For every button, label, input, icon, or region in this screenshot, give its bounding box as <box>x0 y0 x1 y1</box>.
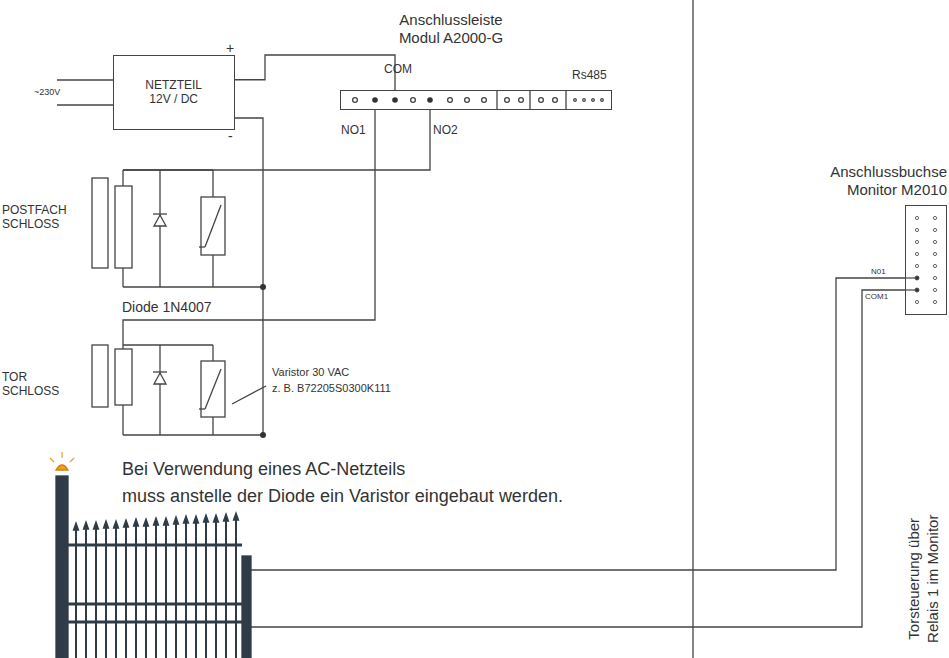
side-note: Relais 1 im Monitor <box>924 515 943 643</box>
diode-symbol <box>153 213 167 214</box>
monitor-connector: Anschlussbuchse Monitor M2010 <box>905 205 947 315</box>
part-name: Diode 1N4007 <box>122 299 212 316</box>
mains-wire <box>57 79 113 80</box>
note-text: muss anstelle der Diode ein Varistor ein… <box>122 486 563 508</box>
pin-name: COM1 <box>865 292 888 302</box>
power-supply-box: NETZTEIL 12V / DC <box>113 55 235 130</box>
tor-lock-circuit <box>92 345 263 435</box>
side-note: Torsteuerung über <box>905 515 924 643</box>
minus-wire <box>235 118 263 435</box>
gate-wire <box>248 278 905 570</box>
terminal-strip-pins <box>353 90 604 110</box>
leader-line <box>232 386 266 404</box>
supply-wire <box>235 55 395 90</box>
terminal-pin <box>372 97 378 103</box>
postfach-lock-circuit <box>92 170 263 287</box>
terminal-pin <box>427 97 433 103</box>
component-heading: Anschlussbuchse Monitor M2010 <box>815 163 947 199</box>
divider-line <box>692 0 693 658</box>
pin-name: NO2 <box>433 123 458 137</box>
terminal-strip: Anschlussleiste Modul A2000-G <box>340 90 612 110</box>
part-name: TOR SCHLOSS <box>2 370 64 399</box>
component-heading: Anschlussleiste Modul A2000-G <box>385 11 517 47</box>
pin-name: N01 <box>871 267 886 277</box>
callout-text: Varistor 30 VAC <box>272 366 349 379</box>
pin-name: COM <box>384 62 412 76</box>
junction-dot <box>260 432 266 438</box>
no1-wire <box>123 110 375 345</box>
gate-wire <box>248 290 905 627</box>
voltage-label: ~230V <box>34 87 60 98</box>
box-label: NETZTEIL 12V / DC <box>136 78 212 107</box>
polarity-sign: - <box>228 128 233 145</box>
diode-symbol <box>153 371 167 372</box>
polarity-sign: + <box>226 40 234 57</box>
mains-wire <box>57 104 113 105</box>
note-text: Bei Verwendung eines AC-Netzteils <box>122 459 405 481</box>
pin-name: Rs485 <box>572 68 607 82</box>
part-name: POSTFACH SCHLOSS <box>2 203 84 232</box>
callout-text: z. B. B72205S0300K111 <box>272 382 391 395</box>
diode-symbol <box>154 373 166 384</box>
terminal-pin <box>392 97 398 103</box>
pin-name: NO1 <box>341 123 366 137</box>
diode-symbol <box>154 215 166 226</box>
connector-pins <box>905 216 937 303</box>
junction-dot <box>260 284 266 290</box>
gate-illustration <box>50 452 251 658</box>
rotated-note: Torsteuerung überRelais 1 im Monitor <box>905 515 943 643</box>
